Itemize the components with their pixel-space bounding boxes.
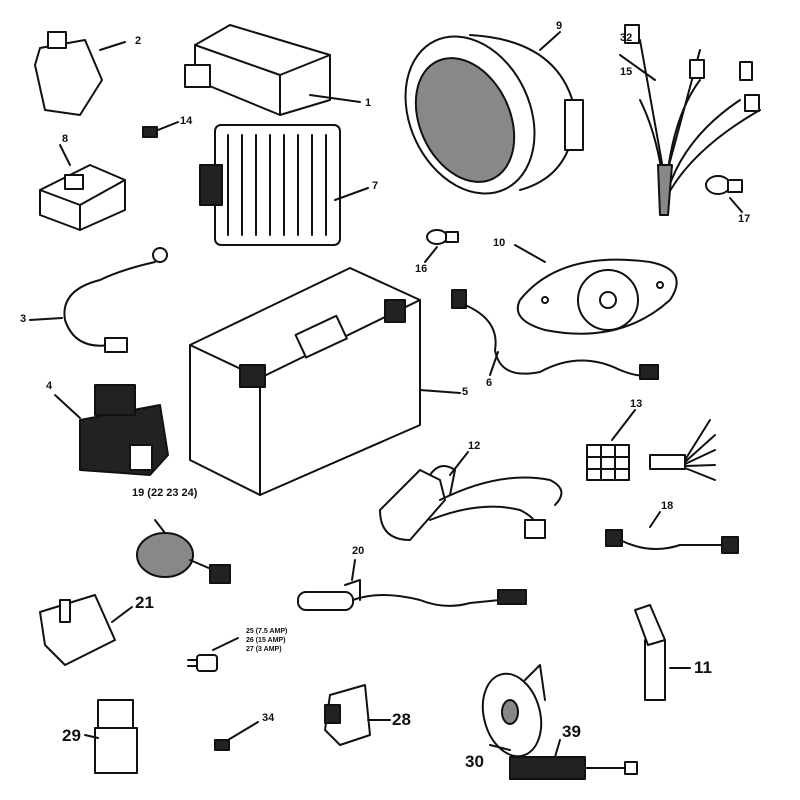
callout-7: 7 xyxy=(372,180,379,192)
callout-10: 10 xyxy=(493,237,506,249)
callout-11: 11 xyxy=(694,658,712,677)
part-13-connector xyxy=(586,409,716,481)
part-19-turn-signal xyxy=(136,519,231,584)
callout-15: 15 xyxy=(620,66,633,78)
callout-17: 17 xyxy=(738,213,751,225)
part-12-sensor xyxy=(379,451,563,541)
callout-5: 5 xyxy=(462,386,469,398)
callout-3: 3 xyxy=(20,313,27,325)
part-34-fuse xyxy=(214,721,259,751)
part-25-27-fuse xyxy=(187,637,239,672)
callout-39: 39 xyxy=(562,722,581,741)
callout-16: 16 xyxy=(415,263,428,275)
callout-34: 34 xyxy=(262,712,275,724)
callout-18: 18 xyxy=(661,500,674,512)
part-30-horn xyxy=(481,664,546,758)
callout-12: 12 xyxy=(468,440,481,452)
callout-9: 9 xyxy=(556,20,563,32)
callout-28: 28 xyxy=(392,710,411,729)
part-39-resistor xyxy=(509,739,638,780)
part-5-battery xyxy=(189,267,461,496)
callout-29: 29 xyxy=(62,726,81,745)
part-3-cable xyxy=(29,247,168,353)
fuse-26-label: 26 (15 AMP) xyxy=(246,637,286,644)
part-29-relay xyxy=(84,699,138,774)
part-14-switch xyxy=(142,121,179,138)
callout-32: 32 xyxy=(620,32,633,44)
part-7-regulator-rectifier xyxy=(199,124,369,246)
callout-14: 14 xyxy=(180,115,193,127)
part-17-bulb xyxy=(705,175,743,213)
callout-8: 8 xyxy=(62,133,69,145)
callout-6: 6 xyxy=(486,377,493,389)
part-16-bulb xyxy=(424,229,459,263)
part-4-starter-relay xyxy=(54,384,169,476)
part-18-cable xyxy=(605,511,739,554)
part-2-relay xyxy=(34,31,126,116)
fuse-25-label: 25 (7.5 AMP) xyxy=(246,628,288,635)
part-6-cable xyxy=(451,289,659,380)
part-10-taillight xyxy=(514,244,678,335)
part-1-cdi-unit xyxy=(184,24,361,116)
fuse-27-label: 27 (3 AMP) xyxy=(246,646,282,653)
callout-19: 19 (22 23 24) xyxy=(132,487,198,499)
callout-2: 2 xyxy=(135,35,142,47)
callout-4: 4 xyxy=(46,380,53,392)
part-11-spark-plug-cap xyxy=(634,604,691,701)
callout-30: 30 xyxy=(465,752,484,771)
part-28-relay xyxy=(324,684,391,746)
part-20-brake-light-switch xyxy=(297,559,527,611)
callout-1: 1 xyxy=(365,97,372,109)
part-15-wiring-harness xyxy=(619,24,761,216)
part-8-unit xyxy=(39,144,126,231)
callout-21: 21 xyxy=(135,593,154,612)
fuse-ratings: 25 (7.5 AMP) 26 (15 AMP) 27 (3 AMP) xyxy=(246,627,287,654)
callout-20: 20 xyxy=(352,545,365,557)
part-9-headlight xyxy=(404,31,584,195)
part-21-flasher-relay xyxy=(39,594,133,666)
callout-13: 13 xyxy=(630,398,643,410)
